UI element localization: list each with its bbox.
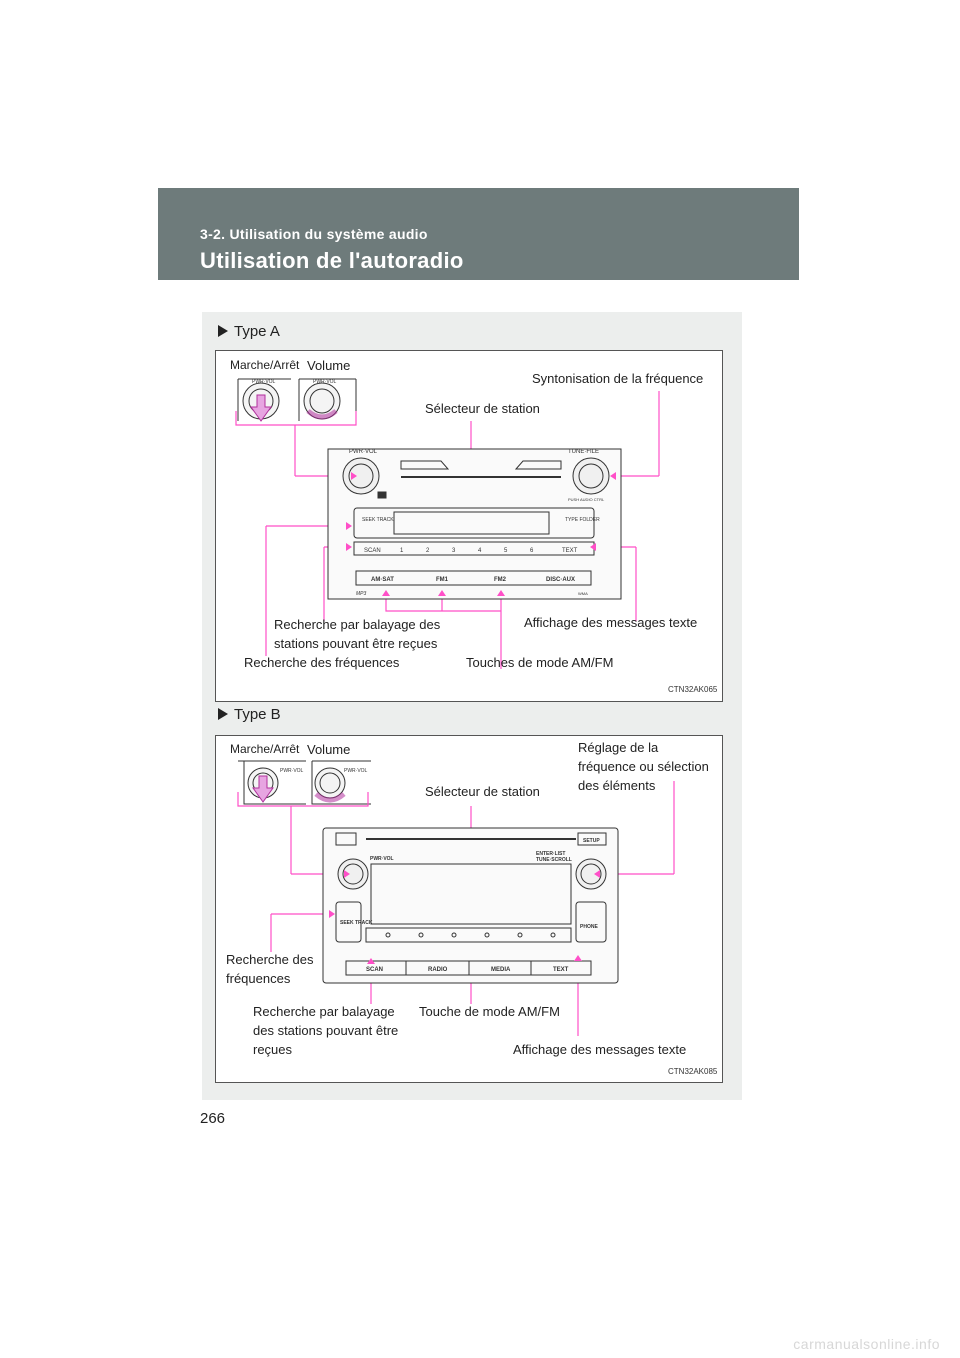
label-scan-b: Recherche par balayage des stations pouv…: [253, 1004, 399, 1057]
type-a-figure: PWR·VOL PWR·VOL: [215, 350, 723, 702]
label-mode-button-b: Touche de mode AM/FM: [419, 1004, 560, 1019]
preset-3: 3: [452, 548, 456, 554]
content-panel: Type A PWR·VOL PWR·VOL: [202, 312, 742, 1100]
wma-logo: WMA: [578, 591, 588, 596]
label-station-selector-b: Sélecteur de station: [425, 784, 540, 799]
mp3-logo: MP3: [356, 591, 367, 597]
type-folder-text: TYPE FOLDER: [565, 517, 600, 523]
label-power-b: Marche/Arrêt: [230, 742, 300, 756]
seek-track-text-a: SEEK TRACK: [362, 517, 394, 523]
mode-fm1: FM1: [436, 577, 449, 583]
tune-scroll-text: TUNE·SCROLL: [536, 857, 572, 863]
mode-media: MEDIA: [491, 967, 511, 973]
type-b-heading: Type B: [218, 706, 281, 723]
mode-am-sat: AM·SAT: [371, 577, 394, 583]
label-station-selector-a: Sélecteur de station: [425, 401, 540, 416]
figure-code-b: CTN32AK085: [668, 1067, 718, 1076]
label-mode-buttons-a: Touches de mode AM/FM: [466, 655, 614, 670]
preset-1: 1: [400, 548, 404, 554]
chapter-header: 3-2. Utilisation du système audio Utilis…: [158, 188, 799, 280]
triangle-bullet-icon: [218, 708, 228, 720]
preset-2: 2: [426, 548, 430, 554]
watermark: carmanualsonline.info: [793, 1336, 940, 1352]
label-volume-b: Volume: [307, 742, 351, 757]
page-number: 266: [200, 1110, 226, 1127]
label-volume-a: Volume: [307, 358, 351, 373]
label-seek-a: Recherche des fréquences: [244, 655, 400, 670]
type-b-figure: PWR·VOL PWR·VOL: [215, 735, 723, 1083]
label-scan-a: Recherche par balayage des stations pouv…: [274, 617, 441, 651]
label-seek-b: Recherche des fréquences: [226, 952, 314, 986]
type-a-radio-illustration: PWR·VOL PWR·VOL: [235, 378, 660, 669]
pwr-vol-text-b: PWR·VOL: [370, 856, 394, 862]
type-a-heading: Type A: [218, 323, 280, 340]
preset-5: 5: [504, 548, 508, 554]
mode-scan: SCAN: [366, 967, 383, 973]
preset-6: 6: [530, 548, 534, 554]
label-tune-a: Syntonisation de la fréquence: [532, 371, 704, 386]
setup-text: SETUP: [583, 838, 600, 844]
mode-text: TEXT: [553, 967, 569, 973]
enter-list-text: ENTER·LIST: [536, 851, 565, 857]
svg-text:PWR·VOL: PWR·VOL: [252, 379, 276, 385]
svg-text:PWR·VOL: PWR·VOL: [313, 379, 337, 385]
page-title: Utilisation de l'autoradio: [200, 248, 464, 273]
preset-4: 4: [478, 548, 482, 554]
section-title: 3-2. Utilisation du système audio: [200, 226, 428, 242]
svg-text:PWR·VOL: PWR·VOL: [344, 768, 368, 774]
label-text-display-b: Affichage des messages texte: [513, 1042, 687, 1057]
label-power-a: Marche/Arrêt: [230, 358, 300, 372]
scan-text-a: SCAN: [364, 548, 381, 554]
figure-code-a: CTN32AK065: [668, 685, 718, 694]
mode-radio: RADIO: [428, 967, 448, 973]
phone-text: PHONE: [580, 924, 598, 930]
triangle-bullet-icon: [218, 325, 228, 337]
text-text-a: TEXT: [562, 548, 578, 554]
mode-fm2: FM2: [494, 577, 507, 583]
svg-text:PWR·VOL: PWR·VOL: [280, 768, 304, 774]
push-audio-ctrl-text: PUSH AUDIO CTRL: [568, 497, 605, 502]
mode-disc-aux: DISC·AUX: [546, 577, 575, 583]
seek-track-text-b: SEEK TRACK: [340, 920, 373, 926]
label-text-display-a: Affichage des messages texte: [524, 615, 698, 630]
pwr-vol-text-a: PWR·VOL: [349, 449, 378, 455]
tune-file-text-a: TUNE·FILE: [568, 449, 599, 455]
type-b-radio-illustration: PWR·VOL PWR·VOL: [237, 760, 675, 1036]
label-tune-b: Réglage de la fréquence ou sélection des…: [578, 740, 709, 793]
